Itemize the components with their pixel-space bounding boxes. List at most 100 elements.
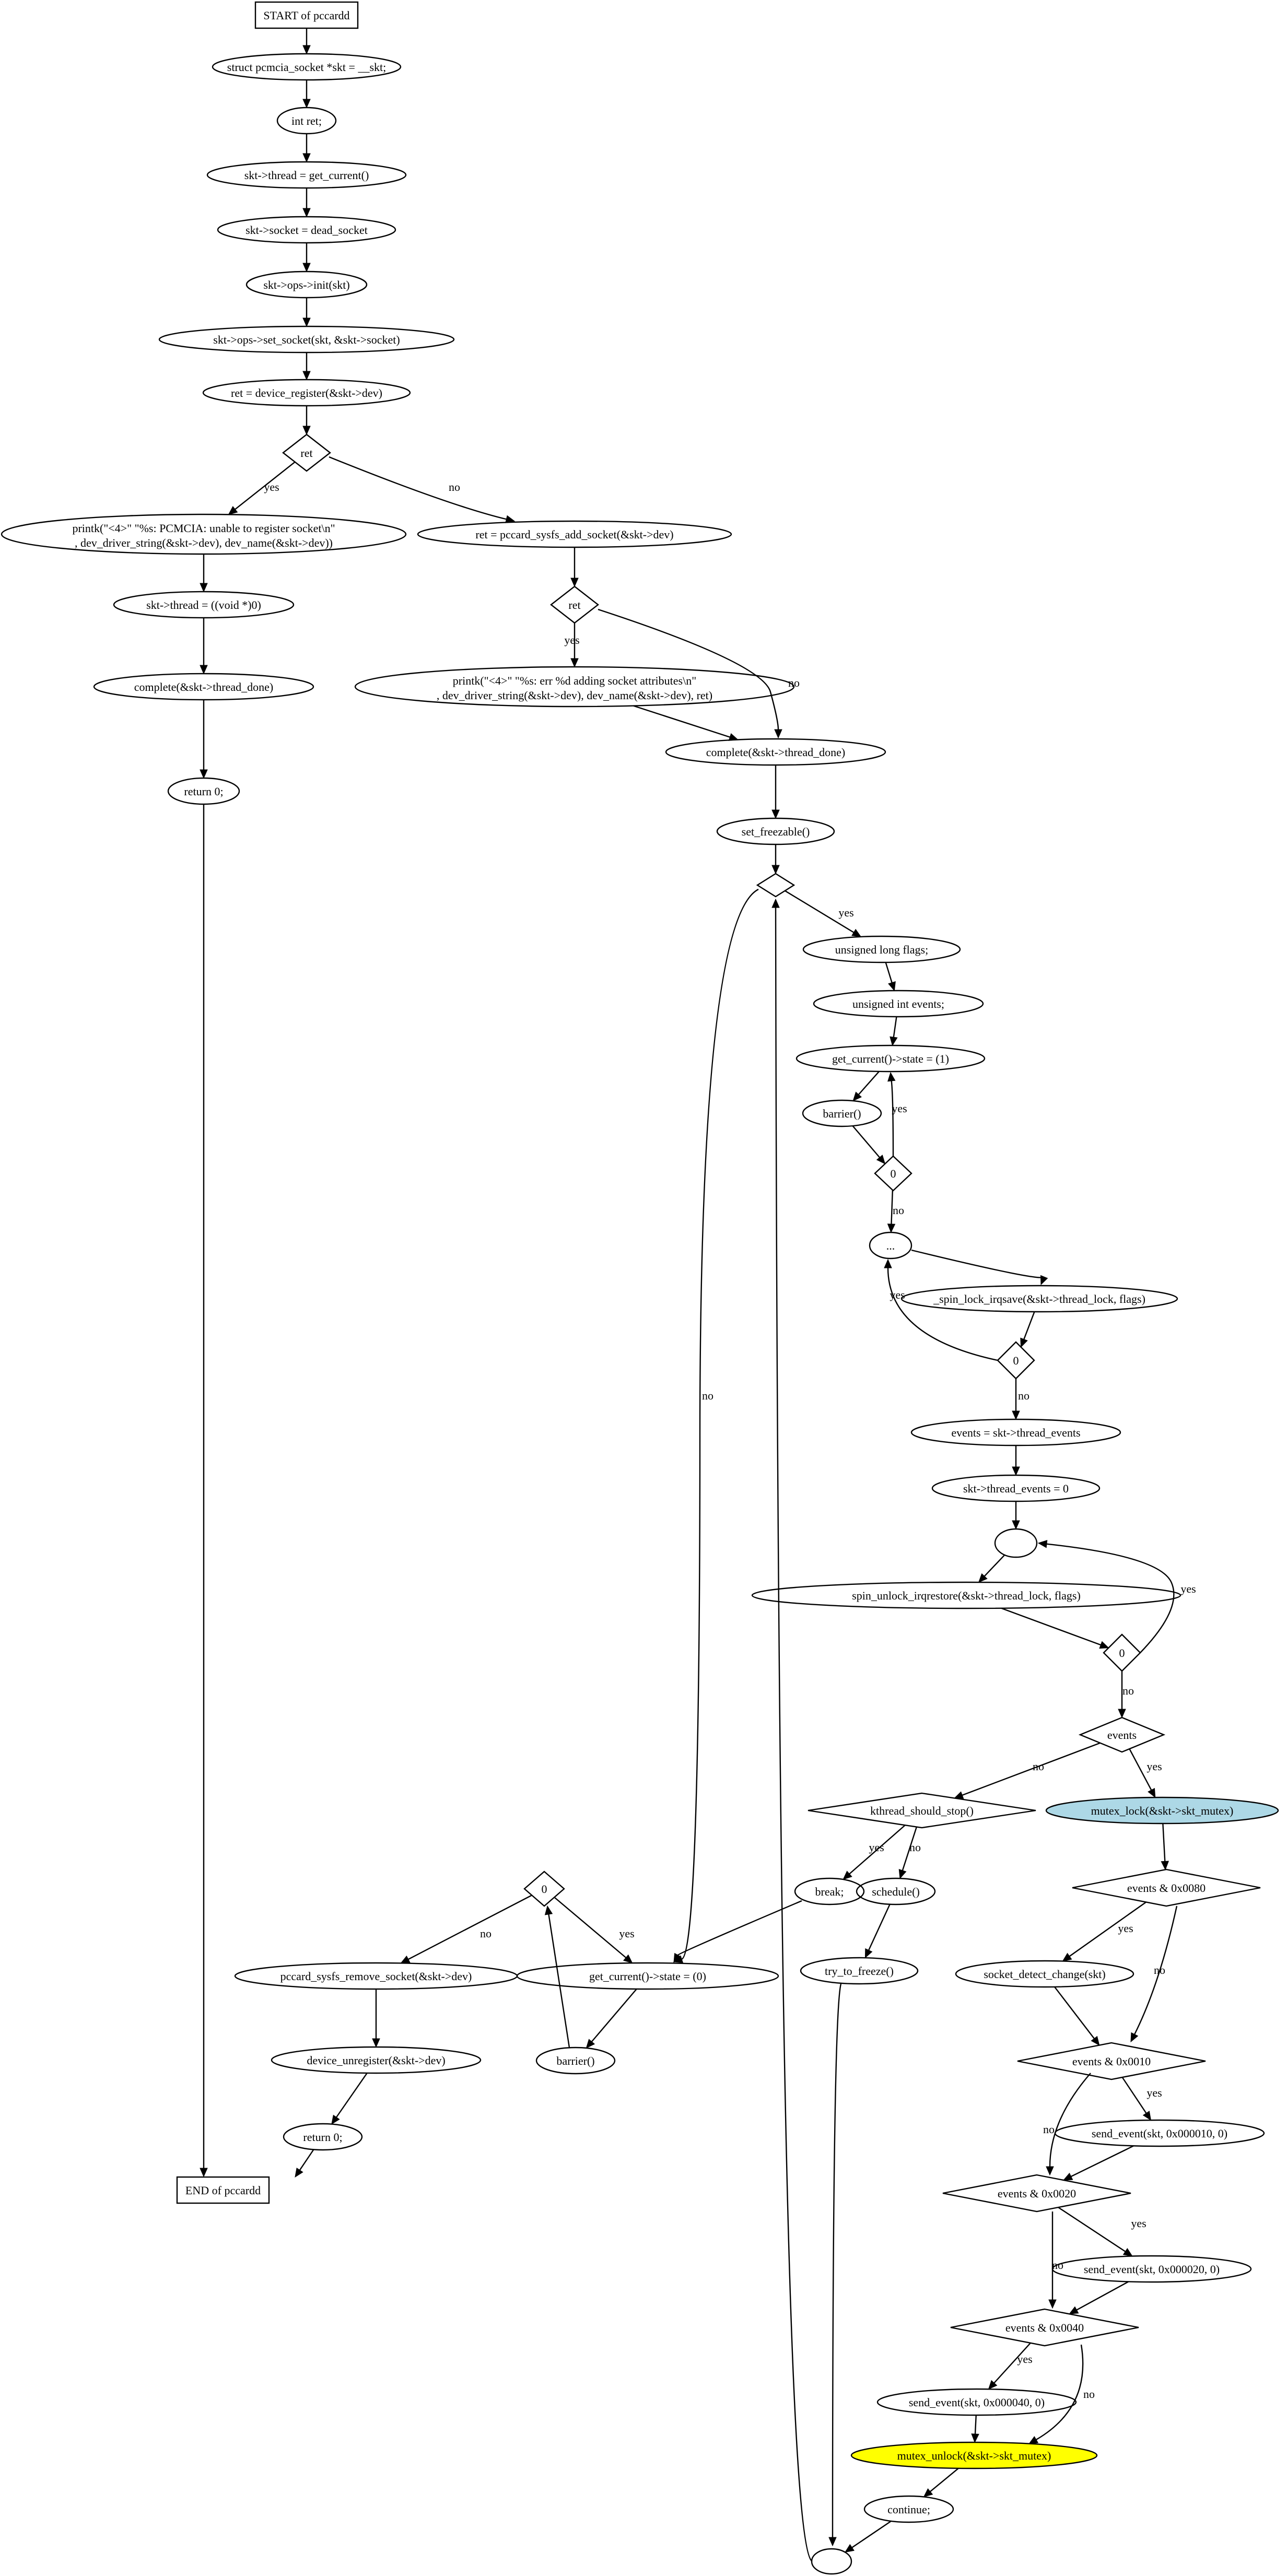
node-label: barrier(): [823, 1107, 861, 1120]
node-n31: send_event(skt, 0x000010, 0): [1054, 2119, 1265, 2147]
arrowhead: [1091, 2036, 1100, 2046]
node-n14: complete(&skt->thread_done): [665, 738, 886, 766]
edge-label-yes: yes: [264, 480, 279, 493]
decision-diamond: [1103, 1633, 1141, 1672]
node-n37: get_current()->state = (0): [516, 1962, 779, 1990]
edge-n22-n23: [1012, 1445, 1020, 1476]
edge-line: [677, 1900, 802, 1956]
statement-ellipse: [1045, 1796, 1279, 1825]
node-label: unsigned long flags;: [835, 943, 928, 956]
edge-line: [974, 2415, 977, 2434]
edge-label-no: no: [702, 1389, 713, 1402]
statement-ellipse: [802, 1099, 882, 1127]
statement-ellipse: [751, 1581, 1181, 1609]
edge-label-yes: yes: [1146, 2086, 1162, 2099]
edge-n9-n10: [200, 618, 208, 675]
arrowhead: [200, 769, 208, 779]
edge-n14-n15: [771, 765, 780, 819]
node-label: skt->thread_events = 0: [963, 1482, 1069, 1495]
edge-label-yes: yes: [869, 1841, 884, 1854]
edge-label-no: no: [1043, 2123, 1055, 2136]
edge-n41-end: [295, 2149, 314, 2178]
edge-d11-n32: yes: [1058, 2207, 1146, 2257]
edge-line: [993, 2342, 1031, 2384]
edge-d10-n31: yes: [1121, 2077, 1162, 2121]
statement-ellipse: [1054, 2119, 1265, 2147]
node-n7: ret = device_register(&skt->dev): [202, 379, 411, 407]
edge-n4-n5: [302, 243, 311, 273]
node-label: send_event(skt, 0x000040, 0): [909, 2396, 1045, 2409]
node-label: barrier(): [556, 2054, 594, 2067]
arrowhead: [570, 658, 579, 668]
node-label: 0: [542, 1883, 547, 1896]
node-n36: [811, 2548, 852, 2575]
edge-line: [902, 1827, 917, 1871]
arrowhead: [1142, 2111, 1152, 2121]
node-label: events & 0x0020: [998, 2187, 1076, 2200]
node-n11: return 0;: [167, 777, 240, 805]
node-d1: ret: [282, 433, 331, 472]
node-label: ret: [300, 446, 312, 460]
statement-ellipse: [1, 513, 407, 555]
decision-diamond: [1017, 2042, 1206, 2080]
edge-n26-d9: [1161, 1823, 1169, 1871]
decision-diamond: [523, 1871, 565, 1907]
edge-line: [893, 1016, 897, 1038]
statement-ellipse: [850, 2441, 1098, 2469]
statement-ellipse: [167, 777, 240, 805]
edge-n20-n21: [911, 1249, 1048, 1286]
arrowhead: [1118, 1709, 1126, 1719]
arrowhead: [1130, 2032, 1139, 2043]
node-d9: events & 0x0080: [1072, 1868, 1261, 1907]
node-label: send_event(skt, 0x000020, 0): [1084, 2263, 1220, 2276]
arrowhead: [200, 2168, 208, 2178]
edge-line: [887, 1267, 998, 1361]
edge-n39-n40: [372, 1989, 380, 2048]
node-d11: events & 0x0020: [942, 2174, 1131, 2213]
node-n4: skt->socket = dead_socket: [217, 216, 396, 244]
edge-d6-n24: yes: [1037, 1540, 1196, 1653]
node-label: get_current()->state = (1): [832, 1052, 949, 1065]
node-label: ret: [568, 598, 580, 611]
edge-d4-n18: yes: [887, 1072, 907, 1157]
edge-line: [891, 1190, 894, 1225]
edge-line: [1049, 2073, 1091, 2167]
edge-line: [885, 962, 893, 983]
statement-ellipse: [93, 673, 314, 701]
arrowhead: [295, 2167, 303, 2178]
edge-d4-n20: no: [887, 1190, 904, 1233]
edge-n5-n6: [302, 298, 311, 327]
edge-line: [1058, 2207, 1126, 2252]
node-n39: pccard_sysfs_remove_socket(&skt->dev): [234, 1962, 518, 1990]
arrowhead: [302, 317, 311, 327]
node-n35: continue;: [863, 2495, 954, 2523]
edge-label-no: no: [1018, 1389, 1029, 1402]
edge-line: [299, 2149, 314, 2171]
edge-d10-d11: no: [1043, 2073, 1091, 2176]
arrowhead: [771, 898, 780, 908]
edge-start-n1: [302, 28, 311, 55]
node-label: int ret;: [291, 114, 322, 127]
edge-line: [548, 1914, 570, 2048]
edge-n8-n9: [200, 554, 208, 593]
decision-diamond: [1078, 1716, 1166, 1753]
statement-ellipse: [354, 666, 795, 708]
node-label: ret = pccard_sysfs_add_socket(&skt->dev): [475, 528, 673, 541]
edge-d8-n27: yes: [843, 1825, 906, 1880]
arrowhead: [302, 153, 311, 163]
arrowhead: [843, 1871, 852, 1880]
edge-n15-d3: [771, 844, 780, 875]
arrowhead: [1028, 2436, 1039, 2444]
statement-ellipse: [794, 1877, 865, 1905]
statement-ellipse: [535, 2046, 616, 2075]
node-label: 0: [891, 1167, 896, 1180]
edge-d2-n14: no: [598, 608, 800, 739]
node-n34: mutex_unlock(&skt->skt_mutex): [850, 2441, 1098, 2469]
statement-ellipse: [802, 935, 961, 963]
edge-line: [852, 1125, 880, 1158]
node-label-line: , dev_driver_string(&skt->dev), dev_name…: [437, 689, 712, 702]
edge-label-yes: yes: [1180, 1582, 1196, 1595]
node-label: struct pcmcia_socket *skt = __skt;: [227, 61, 386, 74]
node-n19: barrier(): [802, 1099, 882, 1127]
